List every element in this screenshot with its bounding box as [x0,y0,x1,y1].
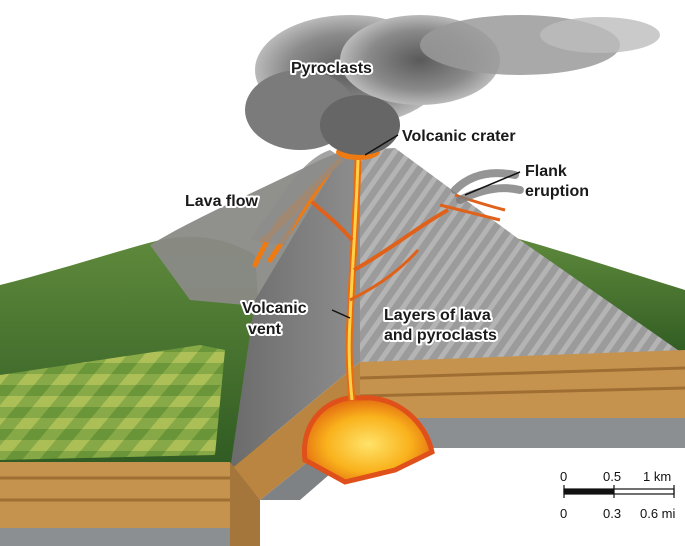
scale-km-tick-1: 0.5 [603,469,621,484]
dike-right-lower [349,248,420,302]
crater-leader-line [364,134,399,156]
strata-block-right [360,350,685,420]
label-volcanic-vent-line2: vent [248,321,282,338]
bedrock-left [0,528,230,546]
label-lava-flow: Lava flow [185,193,258,210]
vent-leader-line [331,309,351,319]
scale-km-tick-0: 0 [560,469,567,484]
label-layers-line2: and pyroclasts [384,327,497,344]
strata-block-left-side [230,462,260,546]
label-flank-eruption-line1: Flank [525,163,567,180]
scale-bar: 0 0.5 1 km 0 0.3 0.6 mi [560,469,676,521]
strata-line [359,366,685,380]
pyroclast-cloud [245,15,660,245]
label-flank-eruption-line2: eruption [525,183,589,200]
scale-km-tick-2: 1 km [643,469,671,484]
strata-block-left [0,462,230,534]
dike-right-upper [353,208,449,272]
scale-mi-tick-1: 0.3 [603,506,621,521]
label-volcanic-crater: Volcanic crater [402,128,516,145]
scale-bar-segment [564,489,614,494]
lava-pyroclast-layers [360,148,685,362]
magma-chamber [301,395,435,485]
scale-mi-tick-0: 0 [560,506,567,521]
dike-left [308,198,354,242]
label-layers-line1: Layers of lava [384,307,491,324]
volcanic-vent-core [347,159,360,401]
farm-fields [0,345,225,460]
cone-cross-section-left [230,150,360,470]
label-volcanic-vent-line1: Volcanic [242,300,307,317]
strata-block-front [230,362,360,500]
flank-eruption-plume [451,169,524,204]
label-pyroclasts: Pyroclasts [291,60,372,77]
strata-line [359,386,685,398]
scale-mi-tick-2: 0.6 mi [640,506,676,521]
flank-leader-line [464,171,521,196]
